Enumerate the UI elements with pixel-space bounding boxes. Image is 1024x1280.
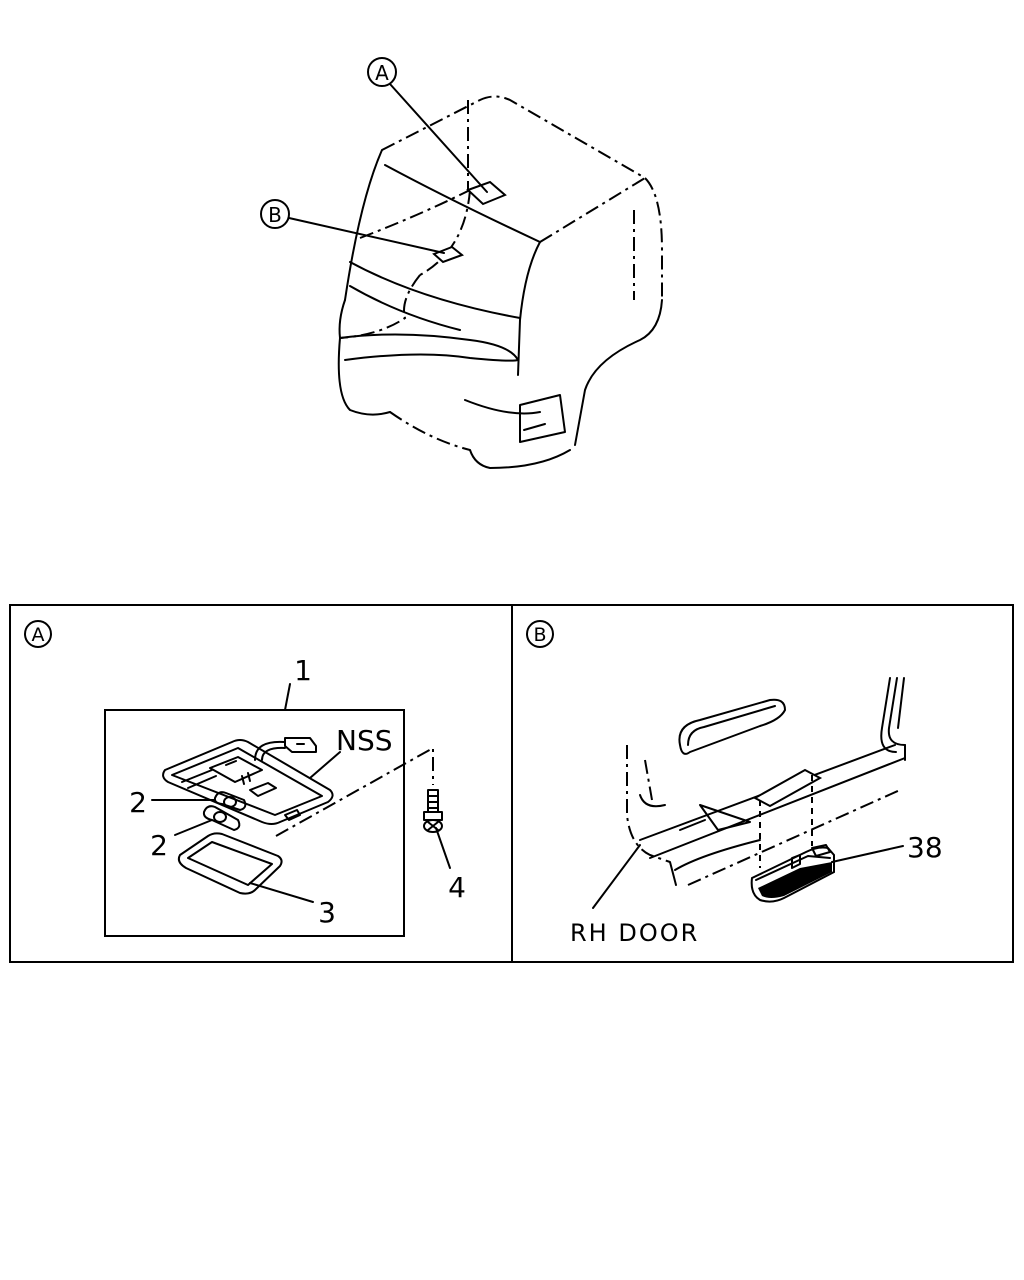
dome-light-location-a xyxy=(466,180,507,206)
bulb-lower xyxy=(202,805,241,831)
callout-b: B xyxy=(260,199,445,254)
label-part-3: 3 xyxy=(318,896,336,929)
truck-cab-illustration xyxy=(337,95,663,469)
label-part-4: 4 xyxy=(448,871,466,904)
light-cutout xyxy=(752,768,823,808)
step-light-location-b xyxy=(432,245,465,264)
callout-a: A xyxy=(367,57,488,193)
dome-lamp-housing xyxy=(162,737,334,825)
label-rh-door: RH DOOR xyxy=(570,919,699,947)
panel-a-marker: A xyxy=(32,624,45,646)
bulb-upper xyxy=(213,791,247,811)
label-part-1: 1 xyxy=(294,654,312,687)
courtesy-light-part-38 xyxy=(750,775,835,903)
callout-a-letter: A xyxy=(375,61,389,85)
panel-b-marker: B xyxy=(533,624,546,646)
detail-panel-b: B xyxy=(526,620,943,947)
lens-cover xyxy=(177,832,283,895)
screw-part-4 xyxy=(423,789,443,833)
assembly-box-1 xyxy=(104,709,405,937)
label-part-2-lower: 2 xyxy=(150,829,168,862)
label-nss: NSS xyxy=(336,724,393,757)
label-part-2-upper: 2 xyxy=(129,786,147,819)
detail-panel-a: A xyxy=(24,620,466,937)
callout-b-letter: B xyxy=(268,203,282,227)
label-part-38: 38 xyxy=(907,831,943,864)
